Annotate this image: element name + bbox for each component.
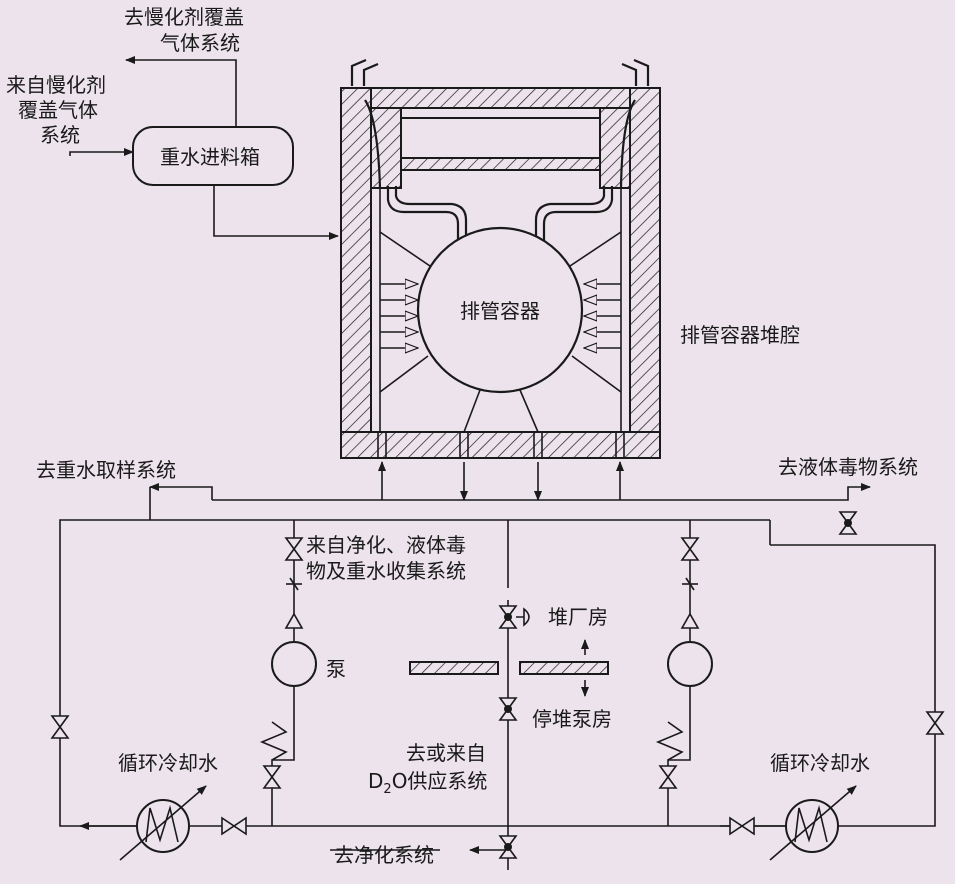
vault-lid-inner [400,117,601,159]
label-from-cover-gas-1: 来自慢化剂 [6,73,106,97]
label-from-purification-2: 物及重水收集系统 [306,559,466,583]
valve-left-loop [50,715,70,739]
pump-right [667,641,713,687]
vent-pipe-right [633,58,650,86]
vault-bottom-wall [340,431,661,459]
valve-bottom-left [221,816,247,836]
label-cooling-water-right: 循环冷却水 [770,751,870,775]
label-cooling-water-left: 循环冷却水 [118,751,218,775]
valve-actuator [516,607,530,627]
label-d2o-supply-2: D2O供应系统 [368,769,487,797]
pipe-head-tank-to-vault [213,185,339,240]
valve-right-branch-bottom [658,765,678,789]
label-head-tank: 重水进料箱 [160,145,260,169]
heat-exchanger-right [769,785,857,861]
vent-pipe-left [350,58,367,86]
check-valves [284,612,700,629]
label-to-poison: 去液体毒物系统 [778,455,918,479]
pump-left [271,641,317,687]
pipe-to-cover-gas [125,56,237,127]
heat-exchanger-left [119,785,207,861]
valves [50,511,945,859]
label-shutdown-pump-room: 停堆泵房 [532,707,612,731]
head-tank [69,56,339,240]
valve-right-branch-top [680,537,700,561]
label-from-cover-gas-3: 系统 [40,123,80,147]
head-tank-body [132,126,294,186]
label-calandria-vault: 排管容器堆腔 [680,323,800,347]
vault-lid-right [599,107,631,189]
label-from-cover-gas-2: 覆盖气体 [18,98,98,122]
zigzag-right [655,721,684,761]
label-reactor-building: 堆厂房 [548,605,608,629]
vault-lid-top [370,87,631,109]
vault-right-wall [629,87,661,459]
calandria-vault [340,58,661,459]
label-to-cover-gas-1: 去慢化剂覆盖 [124,5,244,29]
vault-lid-deck [400,157,601,171]
label-to-cover-gas-2: 气体系统 [160,31,240,55]
labels: 去慢化剂覆盖 气体系统 来自慢化剂 覆盖气体 系统 重水进料箱 排管容器 排管容… [6,5,918,867]
valve-left-branch-top [284,537,304,561]
valve-right-loop [925,711,945,735]
label-from-purification-1: 来自净化、液体毒 [306,533,466,557]
floor-slab-left [409,661,499,675]
label-to-sampling: 去重水取样系统 [36,458,176,482]
calandria-vessel [379,186,622,433]
vault-left-wall [340,87,372,459]
pipe-from-cover-gas [69,148,134,156]
label-to-purification: 去净化系统 [334,843,434,867]
label-d2o-supply-1: 去或来自 [406,741,486,765]
zigzag-left [259,721,288,761]
label-calandria: 排管容器 [460,299,540,323]
vault-lid-left [370,107,402,189]
floor-slab-right [519,661,609,675]
valve-bottom-right [729,816,755,836]
calandria-sphere [416,226,584,394]
valve-left-branch-bottom [262,765,282,789]
label-pump: 泵 [326,657,346,681]
